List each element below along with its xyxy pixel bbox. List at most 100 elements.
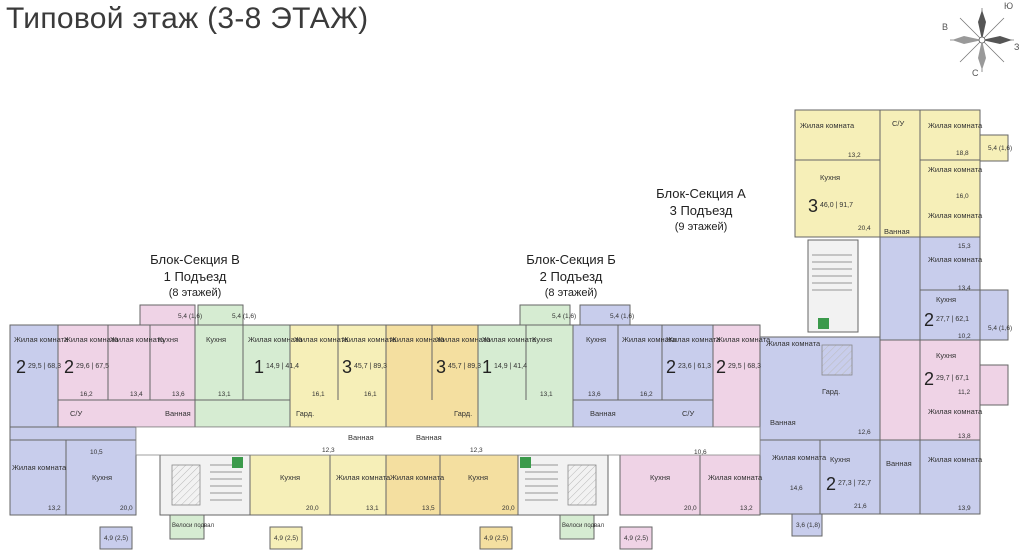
apt-10-rooms: 2 [924,310,934,330]
apartment-5-lower[interactable] [385,454,519,516]
room-bath: Ванная [165,409,191,418]
area-value: 18,8 [956,150,969,157]
room-bike: Велоси подвал [172,523,214,529]
apartment-10[interactable] [879,236,981,341]
area-value: 13,4 [130,391,143,398]
apt-8-rooms: 2 [716,357,726,377]
area-value: 4,9 (2,5) [104,535,128,542]
room-kitchen: Кухня [830,455,850,464]
section-v-name: Блок-Секция В [150,252,240,267]
room-kitchen: Кухня [532,335,552,344]
compass-east-label: З [1014,42,1020,52]
balcony-b3 [479,526,513,550]
apt-6-rooms: 1 [482,357,492,377]
apt-4-rooms: 3 [342,357,352,377]
room-wardrobe: Гард. [822,387,840,396]
room-living: Жилая комната [248,335,303,344]
area-value: 13,5 [422,505,435,512]
apt-5-area: 45,7 | 89,3 [448,363,481,370]
apt-2-area: 29,6 | 67,5 [76,363,109,370]
room-living: Жилая комната [294,335,349,344]
room-living: Жилая комната [110,335,165,344]
compass-rose: Ю В З С [942,1,1022,80]
apt-12-rooms: 2 [826,474,836,494]
area-value: 20,0 [684,505,697,512]
room-bike: Велоси подвал [562,523,604,529]
room-wardrobe: Гард. [296,409,314,418]
area-value: 11,2 [958,389,971,396]
area-value: 5,4 (1,6) [552,313,576,320]
apt-6-area: 14,9 | 41,4 [494,363,527,370]
room-kitchen: Кухня [936,295,956,304]
apartment-12-right[interactable] [879,439,981,515]
section-b-floors: (8 этажей) [544,287,598,299]
apartment-1[interactable] [9,324,59,428]
apt-8-area: 29,5 | 68,3 [728,363,761,370]
section-b-entrance: 2 Подъезд [539,269,603,284]
room-bath: Ванная [884,227,910,236]
area-value: 4,9 (2,5) [624,535,648,542]
area-value: 5,4 (1,6) [178,313,202,320]
apt-11-area: 29,7 | 67,1 [936,375,969,382]
apt-11-rooms: 2 [924,369,934,389]
room-living: Жилая комната [928,211,983,220]
area-value: 16,2 [80,391,93,398]
apt-12-area: 27,3 | 72,7 [838,480,871,487]
area-value: 12,3 [322,447,335,454]
area-value: 10,2 [958,333,971,340]
section-b-name: Блок-Секция Б [526,252,616,267]
balcony-v3 [99,526,133,550]
balcony-a2 [979,289,1009,341]
apt-3-rooms: 1 [254,357,264,377]
room-living: Жилая комната [64,335,119,344]
area-value: 5,4 (1,6) [610,313,634,320]
bike-room-b [559,514,595,540]
room-living: Жилая комната [928,121,983,130]
area-value: 15,3 [958,243,971,250]
apartment-2[interactable] [57,324,196,428]
room-living: Жилая комната [12,463,67,472]
room-living: Жилая комната [622,335,677,344]
compass-south-label: С [972,68,979,78]
room-bath: Ванная [416,433,442,442]
room-wc: С/У [892,119,905,128]
balcony-v4 [269,526,303,550]
area-value: 5,4 (1,6) [988,145,1012,152]
apt-7-rooms: 2 [666,357,676,377]
area-value: 5,4 (1,6) [232,313,256,320]
room-living: Жилая комната [666,335,721,344]
area-value: 16,0 [956,193,969,200]
apt-2-rooms: 2 [64,357,74,377]
area-value: 13,6 [172,391,185,398]
area-value: 13,1 [218,391,231,398]
room-kitchen: Кухня [820,173,840,182]
elevator-icon-v [232,457,243,468]
area-value: 5,4 (1,6) [988,325,1012,332]
apartment-4-lower[interactable] [249,454,387,516]
room-bath: Ванная [348,433,374,442]
area-value: 13,2 [848,152,861,159]
section-v-entrance: 1 Подъезд [163,269,227,284]
apartment-9[interactable] [794,109,981,238]
room-living: Жилая комната [928,165,983,174]
room-kitchen: Кухня [92,473,112,482]
corridor [135,426,761,456]
room-kitchen: Кухня [586,335,606,344]
room-living: Жилая комната [928,407,983,416]
compass-north-label: Ю [1004,1,1014,11]
apartment-11[interactable] [879,339,981,441]
area-value: 16,1 [364,391,377,398]
area-value: 13,9 [958,505,971,512]
room-bath: Ванная [770,418,796,427]
area-value: 13,1 [540,391,553,398]
area-value: 20,4 [858,225,871,232]
room-bath: Ванная [590,409,616,418]
balcony-v1 [197,304,244,326]
elevator-icon-a [818,318,829,329]
area-value: 20,0 [306,505,319,512]
room-living: Жилая комната [390,335,445,344]
apartment-1-lower[interactable] [9,426,137,516]
apartment-7[interactable] [572,324,714,428]
apt-9-rooms: 3 [808,196,818,216]
section-b-label: Блок-Секция Б 2 Подъезд (8 этажей) [506,251,636,302]
